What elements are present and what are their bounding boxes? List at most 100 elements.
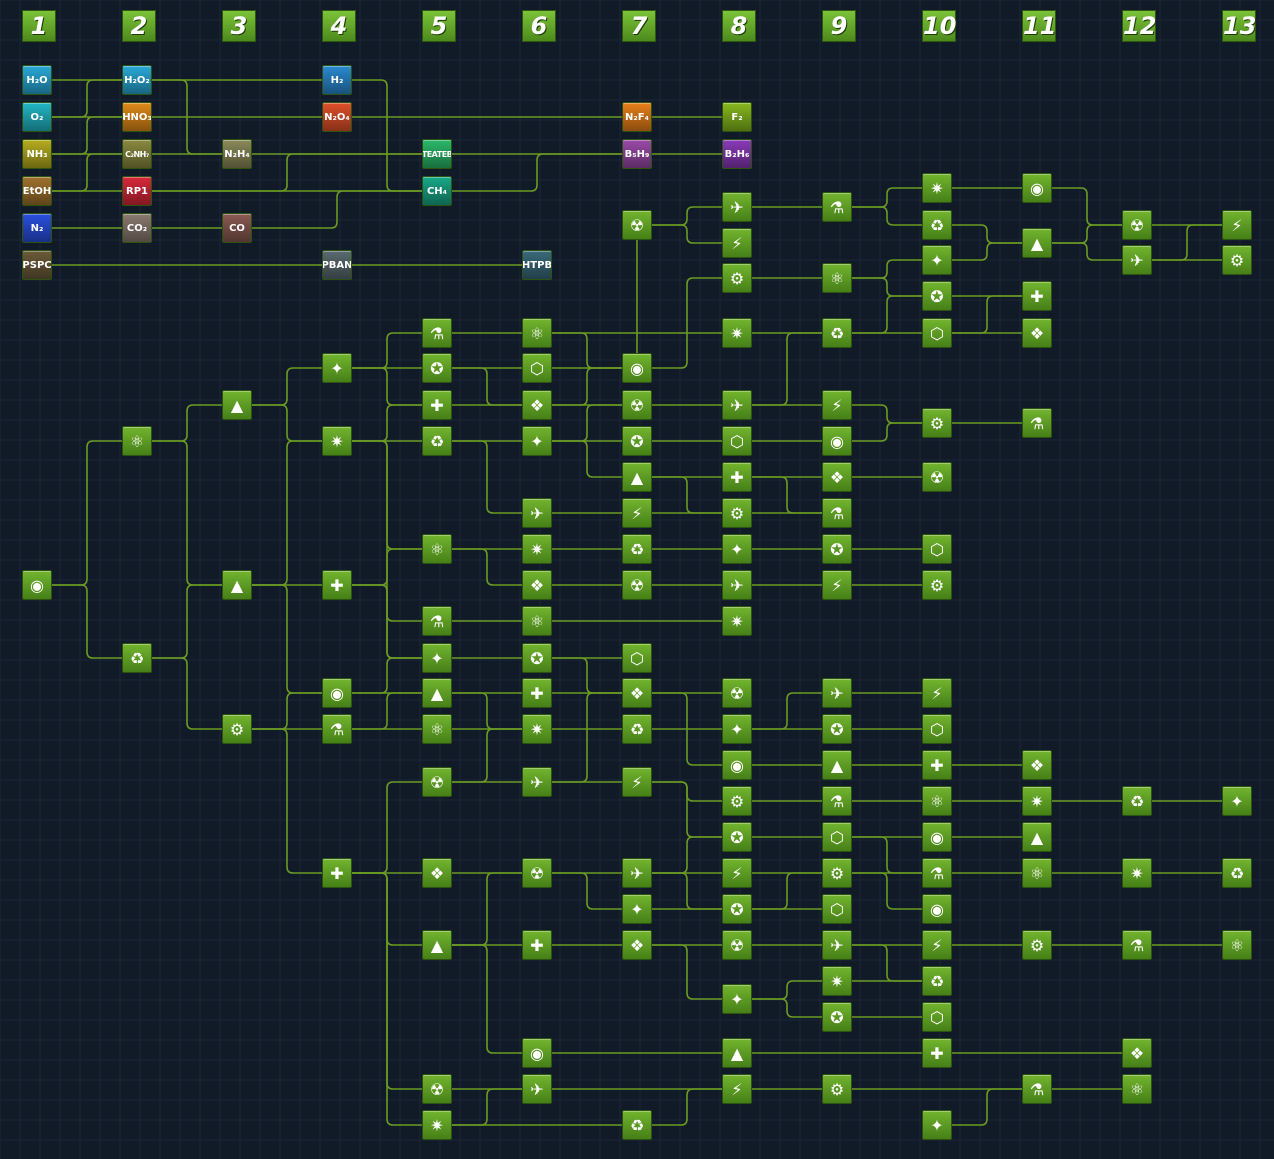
- tech-node-t10o[interactable]: ⚗: [922, 858, 952, 888]
- tech-node-t7h[interactable]: ☢: [622, 570, 652, 600]
- tech-node-t6l[interactable]: ✈: [522, 767, 552, 797]
- resource-h2o2[interactable]: H₂O₂: [122, 65, 152, 95]
- resource-etoh[interactable]: EtOH: [22, 176, 52, 206]
- tech-node-t8n[interactable]: ◉: [722, 750, 752, 780]
- tech-node-t10n[interactable]: ◉: [922, 822, 952, 852]
- tech-node-t10p[interactable]: ◉: [922, 894, 952, 924]
- tech-node-t8s[interactable]: ☢: [722, 930, 752, 960]
- tech-node-t8u[interactable]: ▲: [722, 1038, 752, 1068]
- tech-node-t11i[interactable]: ⚛: [1022, 858, 1052, 888]
- tech-node-t9k[interactable]: ✪: [822, 714, 852, 744]
- resource-b5h9[interactable]: B₅H₉: [622, 139, 652, 169]
- tech-node-t7n[interactable]: ✦: [622, 894, 652, 924]
- tech-node-t9m[interactable]: ⚗: [822, 786, 852, 816]
- resource-b2h6[interactable]: B₂H₆: [722, 139, 752, 169]
- tech-node-t9l[interactable]: ▲: [822, 750, 852, 780]
- tech-node-t10g[interactable]: ☢: [922, 462, 952, 492]
- tech-node-t8r[interactable]: ✪: [722, 894, 752, 924]
- tech-node-t5j[interactable]: ☢: [422, 767, 452, 797]
- tech-node-t11j[interactable]: ⚙: [1022, 930, 1052, 960]
- tech-node-t10i[interactable]: ⚙: [922, 570, 952, 600]
- tech-node-t6b[interactable]: ⬡: [522, 353, 552, 383]
- tech-node-t7d[interactable]: ✪: [622, 426, 652, 456]
- tech-node-t13b[interactable]: ⚙: [1222, 245, 1252, 275]
- tech-node-t10c[interactable]: ✦: [922, 245, 952, 275]
- tech-node-t6o[interactable]: ◉: [522, 1038, 552, 1068]
- resource-co[interactable]: CO: [222, 213, 252, 243]
- tech-node-t5b[interactable]: ✪: [422, 353, 452, 383]
- tech-node-t9s[interactable]: ✪: [822, 1002, 852, 1032]
- tech-node-t5c[interactable]: ✚: [422, 390, 452, 420]
- tech-node-t11c[interactable]: ✚: [1022, 281, 1052, 311]
- tech-node-t7p[interactable]: ♻: [622, 1110, 652, 1140]
- resource-htpb[interactable]: HTPB: [522, 250, 552, 280]
- tech-node-t12e[interactable]: ⚗: [1122, 930, 1152, 960]
- tech-node-t9o[interactable]: ⚙: [822, 858, 852, 888]
- tech-node-t13d[interactable]: ♻: [1222, 858, 1252, 888]
- tech-node-t4f[interactable]: ✚: [322, 858, 352, 888]
- resource-nh3[interactable]: NH₃: [22, 139, 52, 169]
- tech-node-t8c[interactable]: ⚙: [722, 263, 752, 293]
- tech-node-t7e[interactable]: ▲: [622, 462, 652, 492]
- tech-node-t8l[interactable]: ☢: [722, 678, 752, 708]
- tech-node-t7g[interactable]: ♻: [622, 534, 652, 564]
- tech-node-t5e[interactable]: ⚛: [422, 534, 452, 564]
- resource-o2[interactable]: O₂: [22, 102, 52, 132]
- tech-node-t9i[interactable]: ⚡: [822, 570, 852, 600]
- resource-teateb[interactable]: TEATEB: [422, 139, 452, 169]
- tech-node-t5i[interactable]: ⚛: [422, 714, 452, 744]
- tech-node-t11k[interactable]: ⚗: [1022, 1074, 1052, 1104]
- tech-node-t11e[interactable]: ⚗: [1022, 408, 1052, 438]
- resource-n2f4[interactable]: N₂F₄: [622, 102, 652, 132]
- resource-h2o[interactable]: H₂O: [22, 65, 52, 95]
- resource-n2o4[interactable]: N₂O₄: [322, 102, 352, 132]
- tech-node-t8b[interactable]: ⚡: [722, 228, 752, 258]
- resource-co2[interactable]: CO₂: [122, 213, 152, 243]
- tech-node-t10h[interactable]: ⬡: [922, 534, 952, 564]
- tech-node-t5g[interactable]: ✦: [422, 643, 452, 673]
- tech-node-t11h[interactable]: ▲: [1022, 822, 1052, 852]
- tech-node-t5h[interactable]: ▲: [422, 678, 452, 708]
- tech-node-t9r[interactable]: ✷: [822, 966, 852, 996]
- tech-node-t6k[interactable]: ✷: [522, 714, 552, 744]
- tech-node-t7c[interactable]: ☢: [622, 390, 652, 420]
- tech-node-t7i[interactable]: ⬡: [622, 643, 652, 673]
- tech-node-t7b[interactable]: ◉: [622, 353, 652, 383]
- tech-node-t8j[interactable]: ✈: [722, 570, 752, 600]
- tech-node-t3b[interactable]: ▲: [222, 570, 252, 600]
- tech-node-t9q[interactable]: ✈: [822, 930, 852, 960]
- tech-node-t11g[interactable]: ✷: [1022, 786, 1052, 816]
- tech-node-t8i[interactable]: ✦: [722, 534, 752, 564]
- tech-node-t8h[interactable]: ⚙: [722, 498, 752, 528]
- tech-node-t11d[interactable]: ❖: [1022, 318, 1052, 348]
- tech-node-t10f[interactable]: ⚙: [922, 408, 952, 438]
- tech-node-t8t[interactable]: ✦: [722, 984, 752, 1014]
- tech-node-t6f[interactable]: ✷: [522, 534, 552, 564]
- tech-node-t9n[interactable]: ⬡: [822, 822, 852, 852]
- tech-node-t10r[interactable]: ♻: [922, 966, 952, 996]
- tech-node-t8v[interactable]: ⚡: [722, 1074, 752, 1104]
- tech-node-t2b[interactable]: ♻: [122, 643, 152, 673]
- tech-node-t4a[interactable]: ✦: [322, 353, 352, 383]
- tech-node-t9p[interactable]: ⬡: [822, 894, 852, 924]
- tech-node-t7j[interactable]: ❖: [622, 678, 652, 708]
- tech-node-t10b[interactable]: ♻: [922, 210, 952, 240]
- tech-node-t7l[interactable]: ⚡: [622, 767, 652, 797]
- tech-node-t9j[interactable]: ✈: [822, 678, 852, 708]
- tech-node-t12g[interactable]: ⚛: [1122, 1074, 1152, 1104]
- tech-node-t8f[interactable]: ⬡: [722, 426, 752, 456]
- tech-node-t3c[interactable]: ⚙: [222, 714, 252, 744]
- tech-node-t6j[interactable]: ✚: [522, 678, 552, 708]
- tech-node-t10t[interactable]: ✚: [922, 1038, 952, 1068]
- tech-node-t13a[interactable]: ⚡: [1222, 210, 1252, 240]
- tech-node-t6p[interactable]: ✈: [522, 1074, 552, 1104]
- tech-node-t10a[interactable]: ✷: [922, 173, 952, 203]
- tech-node-t9c[interactable]: ♻: [822, 318, 852, 348]
- tech-node-t10s[interactable]: ⬡: [922, 1002, 952, 1032]
- tech-node-t10k[interactable]: ⬡: [922, 714, 952, 744]
- tech-node-t9f[interactable]: ❖: [822, 462, 852, 492]
- tech-node-t12d[interactable]: ✷: [1122, 858, 1152, 888]
- tech-node-t12a[interactable]: ☢: [1122, 210, 1152, 240]
- tech-node-t8o[interactable]: ⚙: [722, 786, 752, 816]
- resource-n2h4[interactable]: N₂H₄: [222, 139, 252, 169]
